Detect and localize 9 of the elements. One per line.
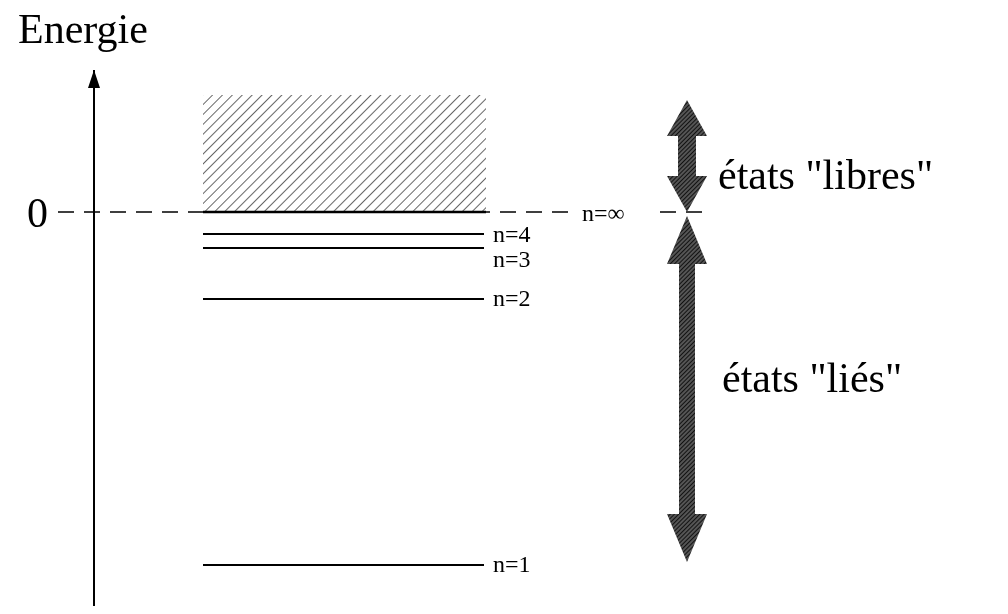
level-label: n=2	[493, 286, 531, 310]
level-label: n=1	[493, 552, 531, 576]
level-label: n=3	[493, 247, 531, 271]
level-label: n=4	[493, 222, 531, 246]
level-label: états "liés"	[722, 357, 903, 399]
level-label: 0	[27, 192, 48, 234]
hatched-region	[203, 95, 486, 212]
level-label: états "libres"	[718, 154, 934, 196]
axis-label: Energie	[18, 8, 148, 50]
